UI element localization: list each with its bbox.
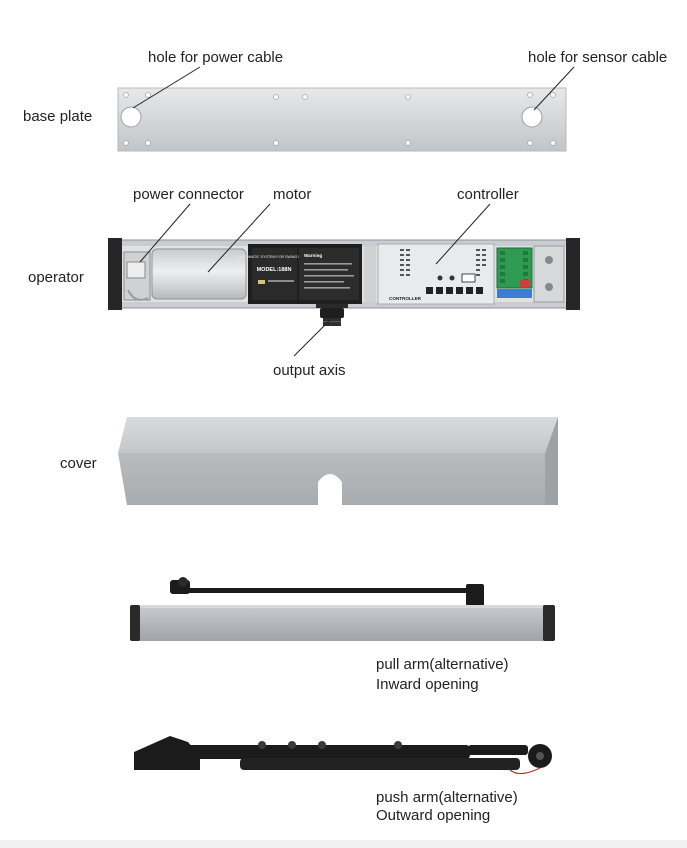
label-outward-opening: Outward opening: [376, 807, 491, 824]
leader-motor: [207, 203, 271, 273]
push-arm-part: [134, 736, 552, 775]
pull-arm-part: [130, 577, 555, 641]
leader-output-axis: [293, 319, 331, 357]
sensor-cable-hole: [521, 106, 543, 128]
motor-part: [151, 248, 247, 300]
output-axis-part: [316, 304, 348, 326]
label-pull-arm: pull arm(alternative): [376, 656, 509, 673]
leader-power-connector: [139, 203, 191, 263]
sticker-warning: Warning: [304, 253, 322, 258]
label-cover: cover: [60, 455, 97, 472]
cover-part: [118, 417, 558, 505]
gearbox-sticker: AUTOMATIC SYSTEM FOR SWING DOOR MODEL:18…: [239, 244, 362, 304]
sticker-model: MODEL:188N: [257, 267, 292, 273]
leader-controller: [435, 203, 491, 265]
label-operator: operator: [28, 269, 84, 286]
bottom-strip: [0, 840, 687, 848]
label-hole-power-cable: hole for power cable: [148, 49, 284, 66]
label-push-arm: push arm(alternative): [376, 789, 518, 806]
sticker-title: AUTOMATIC SYSTEM FOR SWING DOOR: [239, 255, 310, 259]
leader-sensor-cable-hole: [533, 66, 575, 111]
label-hole-sensor-cable: hole for sensor cable: [528, 49, 668, 66]
label-motor: motor: [273, 186, 312, 203]
controller-board-label: CONTROLLER: [389, 296, 422, 301]
controller-board: CONTROLLER: [377, 243, 495, 305]
label-output-axis: output axis: [273, 362, 346, 379]
label-base-plate: base plate: [23, 108, 93, 125]
base-plate: [117, 87, 567, 152]
label-inward-opening: Inward opening: [376, 676, 479, 693]
terminal-block: [496, 247, 533, 298]
power-cable-hole: [120, 106, 142, 128]
leader-power-cable-hole: [132, 66, 201, 109]
label-power-connector: power connector: [133, 186, 244, 203]
power-connector-part: [123, 251, 151, 301]
operator-unit: AUTOMATIC SYSTEM FOR SWING DOOR MODEL:18…: [108, 238, 580, 326]
label-controller: controller: [457, 186, 519, 203]
